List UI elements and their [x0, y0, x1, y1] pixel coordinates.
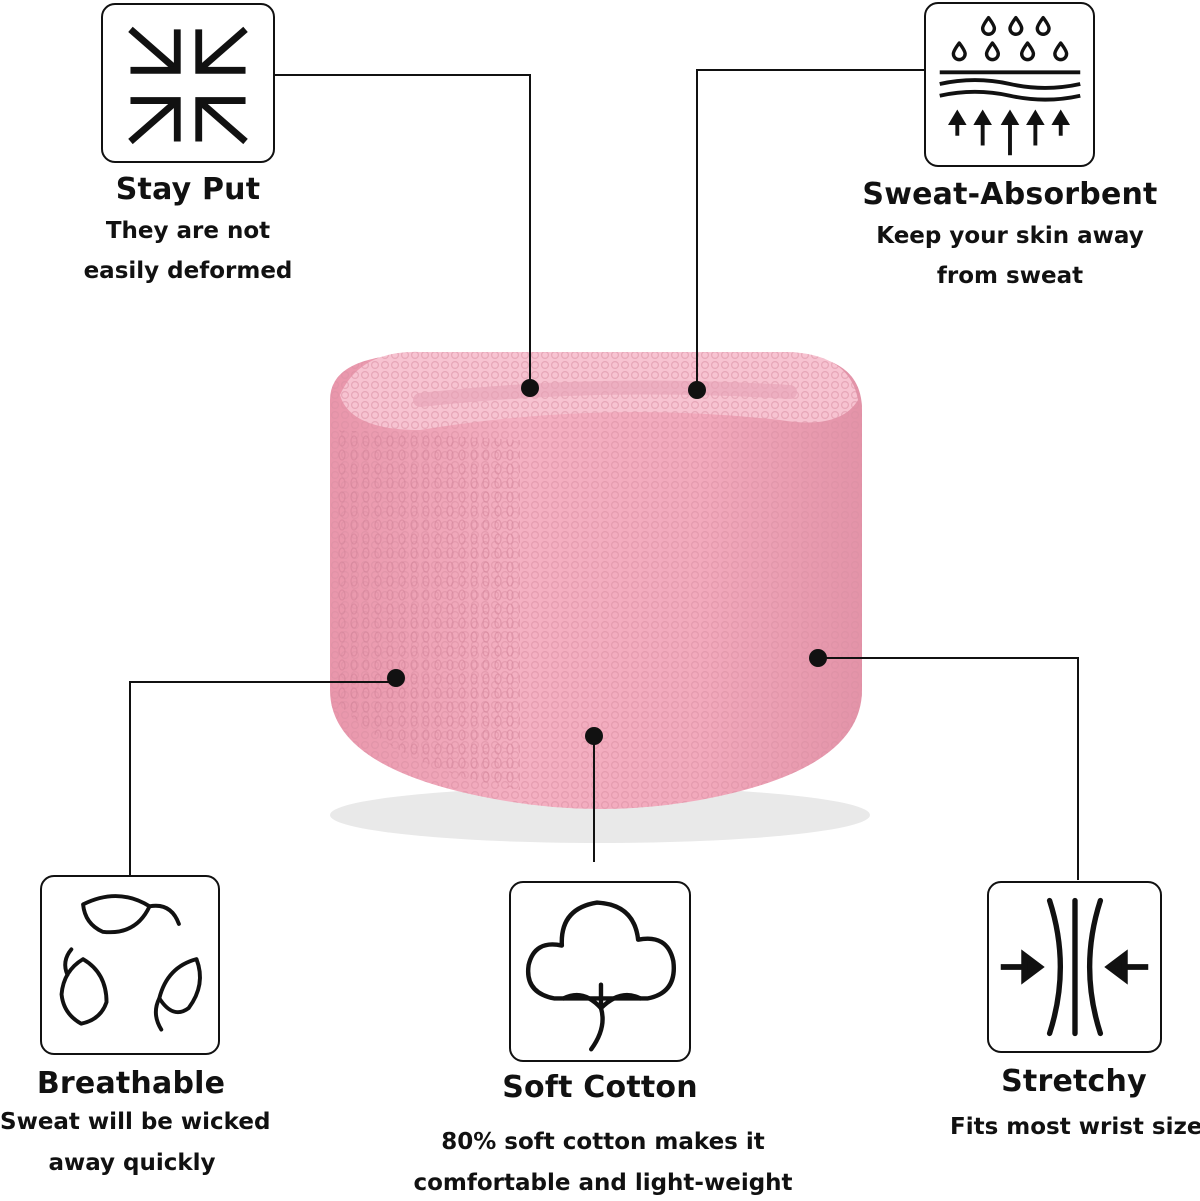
connector-breathable	[129, 681, 395, 876]
stretchy-description-line1: Fits most wrist size	[950, 1114, 1200, 1140]
inward-arrows-icon	[128, 26, 248, 145]
breathable-icon-box	[40, 875, 220, 1055]
soft-cotton-description-line2: comfortable and light-weight	[413, 1170, 793, 1196]
breathable-title: Breathable	[36, 1066, 226, 1101]
marker-dot	[809, 649, 827, 667]
connector-sweat-absorbent	[696, 69, 925, 390]
water-drops-icon	[939, 15, 1081, 156]
sweat-absorbent-icon-box	[924, 2, 1095, 167]
sweat-absorbent-title: Sweat-Absorbent	[862, 177, 1158, 212]
leaves-cycle-icon	[59, 894, 202, 1032]
soft-cotton-title: Soft Cotton	[502, 1070, 698, 1105]
sweat-absorbent-description-line1: Keep your skin away	[876, 223, 1144, 249]
soft-cotton-description-line1: 80% soft cotton makes it	[441, 1129, 765, 1155]
stay-put-description-line2: easily deformed	[83, 258, 293, 284]
compress-arrows-icon	[1000, 897, 1149, 1037]
connector-stretchy	[818, 657, 1079, 880]
marker-dot	[387, 669, 405, 687]
stay-put-description-line1: They are not	[105, 218, 271, 244]
stretchy-title: Stretchy	[1001, 1064, 1147, 1099]
sweat-absorbent-description-line2: from sweat	[936, 263, 1084, 289]
soft-cotton-icon-box	[509, 881, 691, 1062]
connector-stay-put	[275, 74, 531, 388]
marker-dot	[585, 727, 603, 745]
breathable-description-line1: Sweat will be wicked	[0, 1109, 271, 1135]
marker-dot	[688, 381, 706, 399]
marker-dot	[521, 379, 539, 397]
stay-put-icon-box	[101, 3, 275, 163]
cotton-cloud-icon	[525, 900, 676, 1052]
breathable-description-line2: away quickly	[48, 1150, 216, 1176]
stretchy-icon-box	[987, 881, 1162, 1053]
stay-put-title: Stay Put	[115, 172, 261, 207]
